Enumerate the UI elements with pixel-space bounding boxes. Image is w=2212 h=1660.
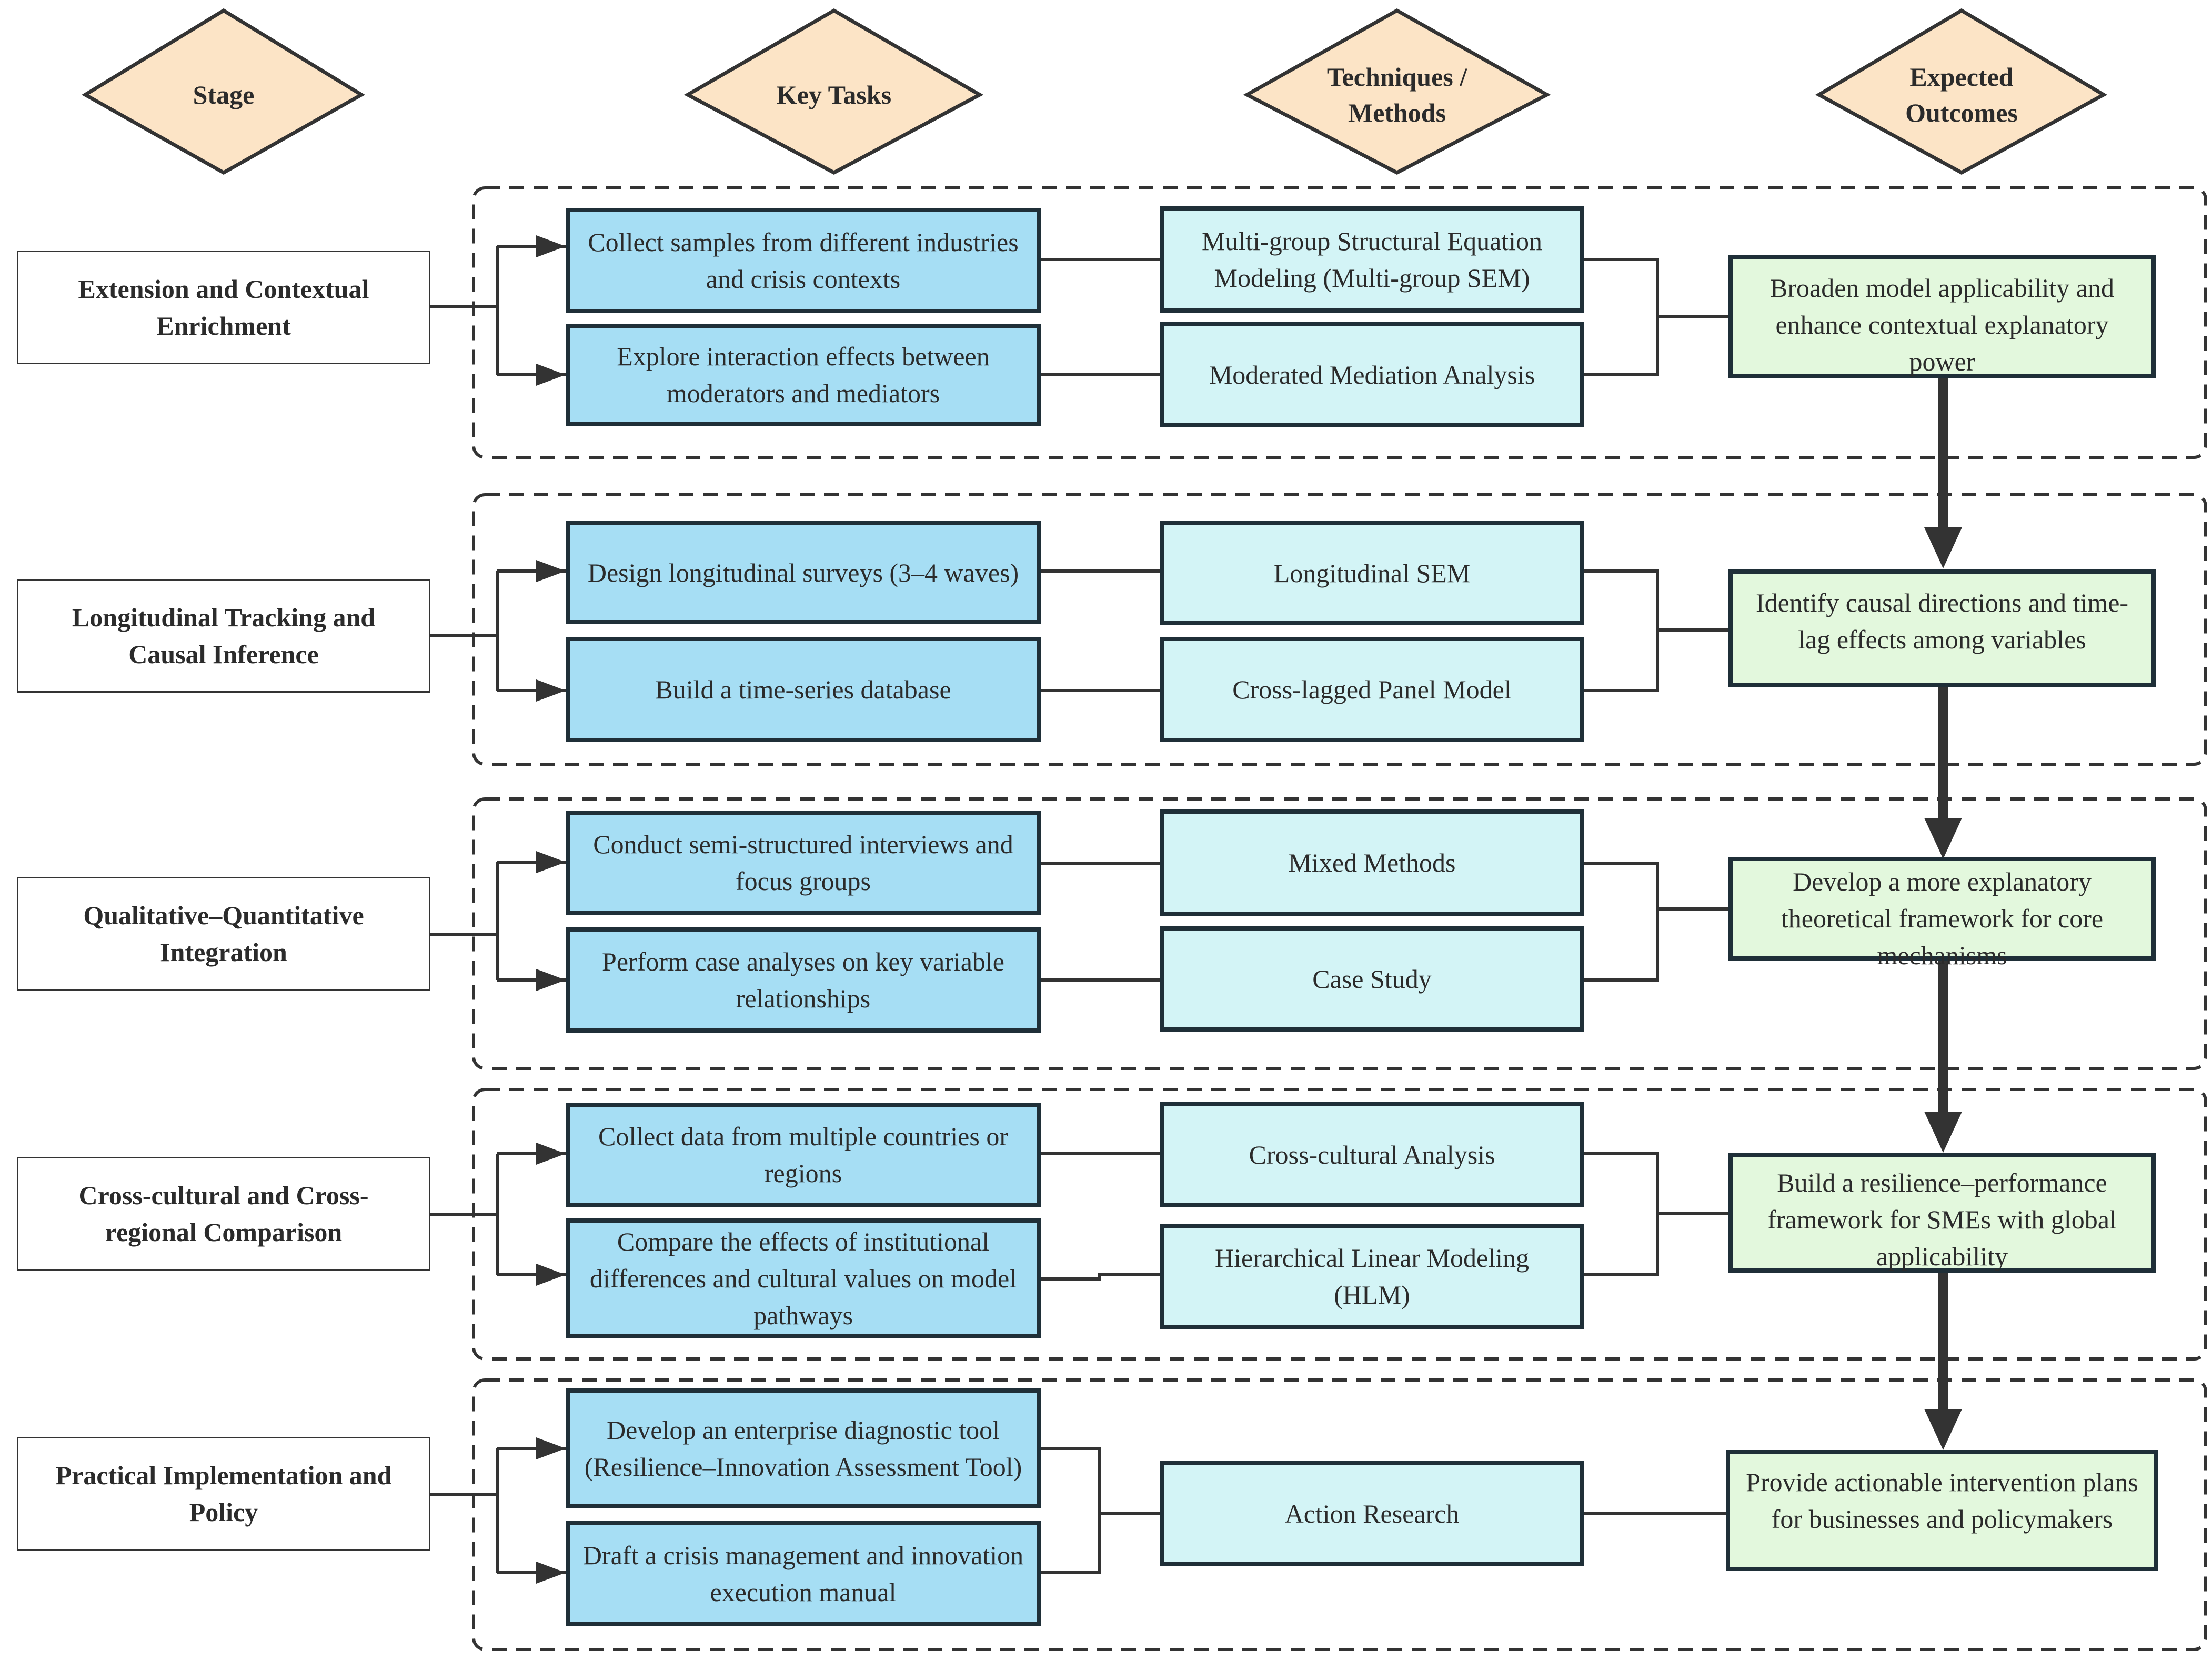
arrow-into-task-1b bbox=[536, 364, 566, 386]
stage4-to-tasks-connector bbox=[430, 1152, 566, 1276]
group-container-2 bbox=[472, 493, 2207, 766]
stage-3-task-2: Perform case analyses on key variable re… bbox=[566, 927, 1041, 1033]
stage-2-task-2: Build a time-series database bbox=[566, 637, 1041, 742]
stage-1-technique-1: Multi-group Structural Equation Modeling… bbox=[1160, 206, 1584, 313]
header-diamond-key-tasks bbox=[683, 8, 984, 175]
stage-5-outcome: Provide actionable intervention plans fo… bbox=[1726, 1450, 2158, 1571]
header-diamond-techniques bbox=[1243, 8, 1551, 175]
group-container-5 bbox=[472, 1378, 2207, 1651]
outcome-flow-arrowhead-4 bbox=[1924, 1409, 1962, 1450]
stage-3-outcome-label: Develop a more explanatory theoretical f… bbox=[1781, 867, 2104, 970]
stage1-tech-outcome-link bbox=[1584, 258, 1728, 376]
stage-1-technique-2: Moderated Mediation Analysis bbox=[1160, 322, 1584, 427]
stage-3-label: Qualitative–Quantitative Integration bbox=[83, 901, 364, 967]
stage-2-label: Longitudinal Tracking and Causal Inferen… bbox=[72, 603, 376, 669]
outcome-flow-arrowhead-2 bbox=[1924, 818, 1962, 859]
stage-1-technique-2-label: Moderated Mediation Analysis bbox=[1209, 360, 1535, 389]
stage-1-technique-1-label: Multi-group Structural Equation Modeling… bbox=[1201, 226, 1543, 293]
stage-4-task-1-label: Collect data from multiple countries or … bbox=[598, 1122, 1008, 1188]
stage-4-technique-2-label: Hierarchical Linear Modeling (HLM) bbox=[1215, 1243, 1529, 1309]
stage-3-task-1-label: Conduct semi-structured interviews and f… bbox=[593, 829, 1013, 896]
stage-5-task-1-label: Develop an enterprise diagnostic tool (R… bbox=[584, 1415, 1022, 1482]
group-container-4 bbox=[472, 1088, 2207, 1361]
stage-2-task-1-label: Design longitudinal surveys (3–4 waves) bbox=[587, 558, 1019, 587]
stage-2-task-2-label: Build a time-series database bbox=[655, 675, 951, 704]
arrow-into-task-5a bbox=[536, 1437, 566, 1459]
stage-4-outcome-label: Build a resilience–performance framework… bbox=[1767, 1168, 2117, 1271]
header-diamond-stage bbox=[82, 8, 365, 175]
arrow-into-task-2a bbox=[536, 560, 566, 582]
stage-4-box: Cross-cultural and Cross-regional Compar… bbox=[17, 1157, 430, 1271]
stage-3-technique-2: Case Study bbox=[1160, 926, 1584, 1032]
stage-4-technique-1: Cross-cultural Analysis bbox=[1160, 1102, 1584, 1207]
stage4-task-tech-link-2 bbox=[1041, 1273, 1160, 1281]
stage-2-technique-1-label: Longitudinal SEM bbox=[1273, 558, 1471, 588]
stage2-tech-outcome-link bbox=[1584, 569, 1728, 692]
header-techniques: Techniques / Methods bbox=[1326, 62, 1467, 127]
stage3-to-tasks-connector bbox=[430, 861, 566, 982]
stage-5-task-2: Draft a crisis management and innovation… bbox=[566, 1521, 1041, 1626]
stage-5-label: Practical Implementation and Policy bbox=[55, 1461, 392, 1527]
stage-2-technique-1: Longitudinal SEM bbox=[1160, 521, 1584, 625]
arrow-into-task-5b bbox=[536, 1562, 566, 1584]
stage1-to-tasks-connector bbox=[430, 245, 566, 376]
arrow-into-task-3a bbox=[536, 851, 566, 873]
header-stage: Stage bbox=[193, 80, 255, 109]
stage-1-task-2-label: Explore interaction effects between mode… bbox=[617, 342, 990, 408]
stage-3-box: Qualitative–Quantitative Integration bbox=[17, 877, 430, 991]
stage5-tasks-to-tech-link bbox=[1041, 1447, 1160, 1574]
stage-2-technique-2: Cross-lagged Panel Model bbox=[1160, 637, 1584, 742]
outcome-flow-arrowhead-3 bbox=[1924, 1112, 1962, 1153]
arrow-into-task-4a bbox=[536, 1143, 566, 1165]
stage-4-task-1: Collect data from multiple countries or … bbox=[566, 1103, 1041, 1207]
stage-4-technique-2: Hierarchical Linear Modeling (HLM) bbox=[1160, 1224, 1584, 1329]
stage-2-outcome-label: Identify causal directions and time-lag … bbox=[1755, 588, 2129, 654]
group-container-1 bbox=[472, 186, 2207, 459]
stage-2-box: Longitudinal Tracking and Causal Inferen… bbox=[17, 579, 430, 693]
stage-4-task-2-label: Compare the effects of institutional dif… bbox=[589, 1227, 1017, 1330]
stage-1-outcome-label: Broaden model applicability and enhance … bbox=[1770, 273, 2114, 376]
group-container-3 bbox=[472, 797, 2207, 1070]
stage-3-technique-2-label: Case Study bbox=[1312, 964, 1432, 994]
stage-1-outcome: Broaden model applicability and enhance … bbox=[1728, 255, 2156, 378]
stage-2-task-1: Design longitudinal surveys (3–4 waves) bbox=[566, 521, 1041, 624]
stage-5-box: Practical Implementation and Policy bbox=[17, 1437, 430, 1551]
header-diamond-outcomes bbox=[1815, 8, 2108, 175]
stage-2-outcome: Identify causal directions and time-lag … bbox=[1728, 569, 2156, 687]
stage-2-technique-2-label: Cross-lagged Panel Model bbox=[1232, 675, 1512, 704]
stage-4-task-2: Compare the effects of institutional dif… bbox=[566, 1218, 1041, 1338]
stage-5-technique-1-label: Action Research bbox=[1284, 1499, 1460, 1528]
arrow-into-task-1a bbox=[536, 235, 566, 257]
stage-1-label: Extension and Contextual Enrichment bbox=[78, 274, 369, 341]
stage-4-technique-1-label: Cross-cultural Analysis bbox=[1249, 1140, 1495, 1169]
stage-3-technique-1: Mixed Methods bbox=[1160, 809, 1584, 916]
arrow-into-task-3b bbox=[536, 969, 566, 991]
header-outcomes: Expected Outcomes bbox=[1905, 62, 2018, 127]
stage-1-box: Extension and Contextual Enrichment bbox=[17, 251, 430, 364]
arrow-into-task-4b bbox=[536, 1264, 566, 1286]
arrow-into-task-2b bbox=[536, 679, 566, 702]
stage-3-task-1: Conduct semi-structured interviews and f… bbox=[566, 811, 1041, 915]
stage-1-task-1: Collect samples from different industrie… bbox=[566, 208, 1041, 313]
stage-5-task-2-label: Draft a crisis management and innovation… bbox=[582, 1541, 1024, 1607]
stage-5-technique-1: Action Research bbox=[1160, 1461, 1584, 1566]
stage-5-outcome-label: Provide actionable intervention plans fo… bbox=[1746, 1467, 2138, 1534]
stage-3-task-2-label: Perform case analyses on key variable re… bbox=[602, 947, 1004, 1013]
stage-1-task-1-label: Collect samples from different industrie… bbox=[588, 227, 1019, 294]
stage3-tech-outcome-link bbox=[1584, 862, 1728, 982]
header-key-tasks: Key Tasks bbox=[776, 80, 892, 109]
stage2-to-tasks-connector bbox=[430, 569, 566, 692]
stage-3-outcome: Develop a more explanatory theoretical f… bbox=[1728, 857, 2156, 970]
outcome-flow-arrowhead-1 bbox=[1924, 527, 1962, 568]
stage-1-task-2: Explore interaction effects between mode… bbox=[566, 324, 1041, 426]
stage4-tech-outcome-link bbox=[1584, 1152, 1728, 1276]
stage-4-label: Cross-cultural and Cross-regional Compar… bbox=[78, 1181, 369, 1247]
stage5-to-tasks-connector bbox=[430, 1447, 566, 1574]
stage-3-technique-1-label: Mixed Methods bbox=[1288, 848, 1456, 877]
stage-4-outcome: Build a resilience–performance framework… bbox=[1728, 1153, 2156, 1273]
stage-5-task-1: Develop an enterprise diagnostic tool (R… bbox=[566, 1388, 1041, 1508]
